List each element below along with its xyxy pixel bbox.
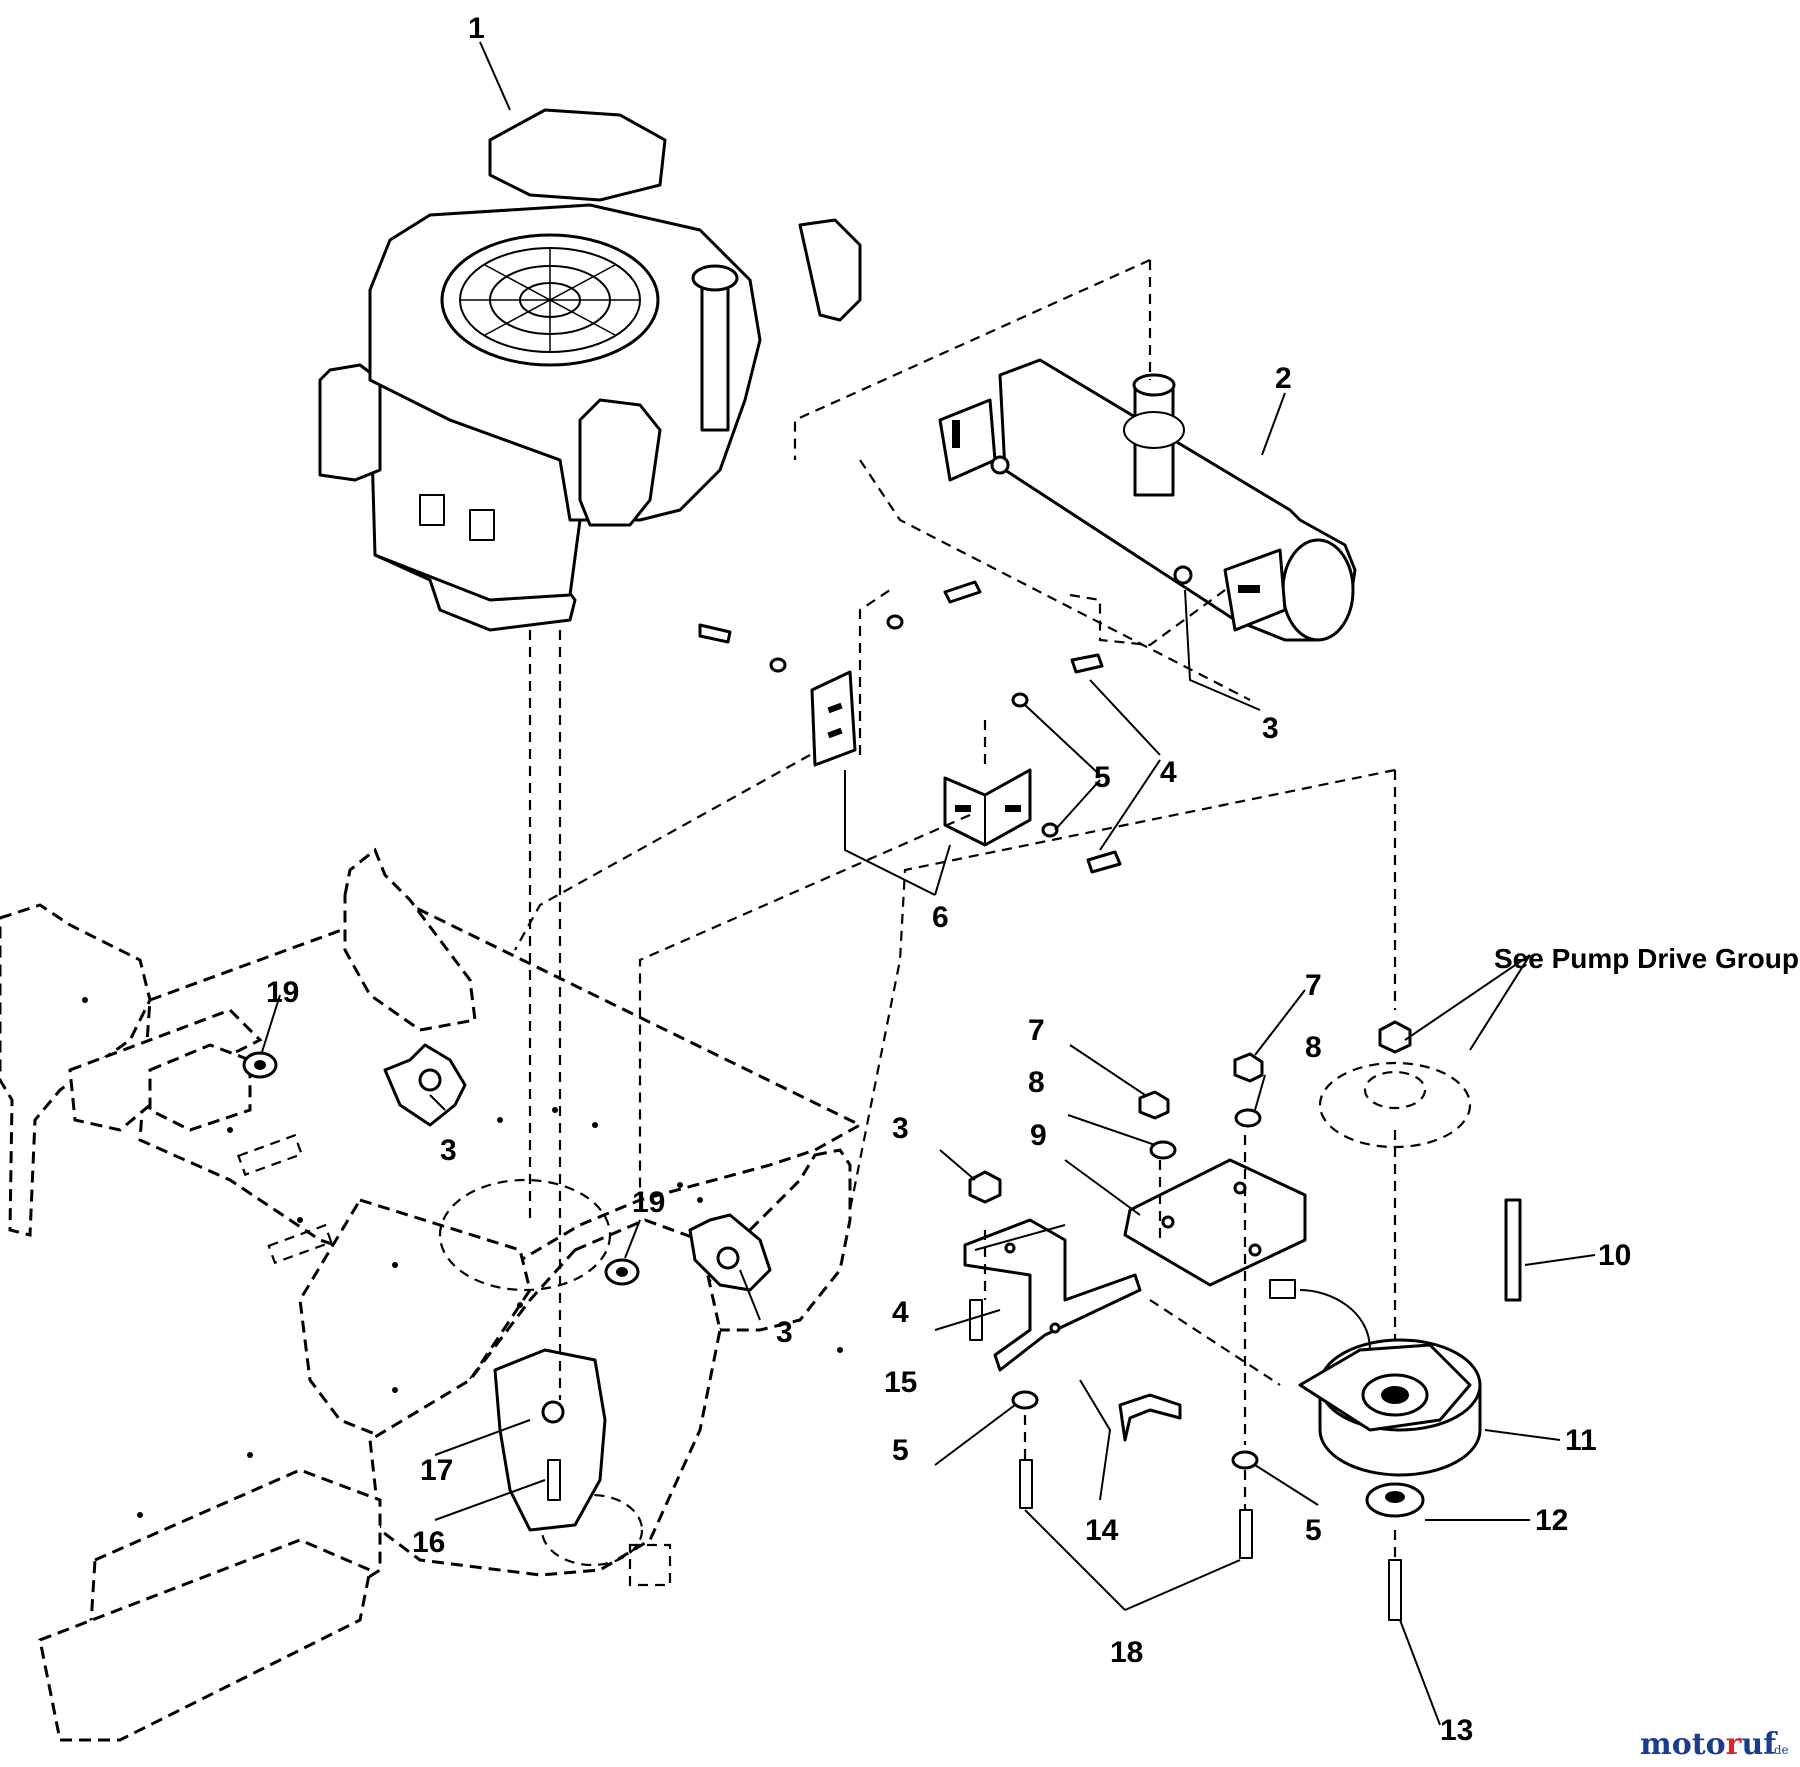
bolts-and-washers (698, 580, 1122, 874)
svg-text:motoruf: motoruf (1640, 1727, 1778, 1762)
callout-18: 18 (1110, 1636, 1143, 1669)
callout-6: 6 (932, 901, 949, 934)
mounts (242, 1043, 772, 1532)
callouts: 1 2 3 4 5 6 7 7 8 8 9 3 4 15 5 14 5 18 1… (266, 12, 1631, 1747)
callout-19-left: 19 (266, 976, 299, 1009)
callout-4-upper: 4 (1160, 756, 1177, 789)
callout-4-lower: 4 (892, 1296, 909, 1329)
engine (318, 108, 862, 632)
callout-1: 1 (468, 12, 485, 45)
pump-drive-note: See Pump Drive Group (1494, 943, 1799, 974)
watermark-logo: motoruf .de (1640, 1727, 1789, 1762)
callout-7-left: 7 (1028, 1014, 1045, 1047)
callout-14: 14 (1085, 1514, 1119, 1547)
callout-19-right: 19 (632, 1186, 665, 1219)
assembly-lines (514, 258, 1397, 1560)
callout-5-lower-right: 5 (1305, 1514, 1322, 1547)
callout-7-right: 7 (1305, 969, 1322, 1002)
callout-16: 16 (412, 1526, 445, 1559)
muffler (938, 358, 1357, 642)
electric-clutch (1269, 1020, 1522, 1621)
callout-17: 17 (420, 1454, 453, 1487)
callout-10: 10 (1598, 1239, 1631, 1272)
leader-lines (261, 41, 1596, 1726)
callout-3-left-mount: 3 (440, 1134, 457, 1167)
clutch-mount (963, 1052, 1307, 1559)
chassis-frame (0, 847, 864, 1742)
callout-9: 9 (1030, 1119, 1047, 1152)
svg-text:.de: .de (1770, 1743, 1789, 1757)
callout-12: 12 (1535, 1504, 1568, 1537)
callout-3-right-mount: 3 (776, 1316, 793, 1349)
callout-8-left: 8 (1028, 1066, 1045, 1099)
callout-11: 11 (1565, 1424, 1597, 1457)
callout-3-clutch: 3 (892, 1112, 909, 1145)
callout-15: 15 (884, 1366, 917, 1399)
callout-8-right: 8 (1305, 1031, 1322, 1064)
callout-3-muffler: 3 (1262, 712, 1279, 745)
callout-13: 13 (1440, 1714, 1473, 1747)
callout-5-lower-left: 5 (892, 1434, 909, 1467)
callout-5-upper: 5 (1094, 761, 1111, 794)
callout-2: 2 (1275, 362, 1292, 395)
